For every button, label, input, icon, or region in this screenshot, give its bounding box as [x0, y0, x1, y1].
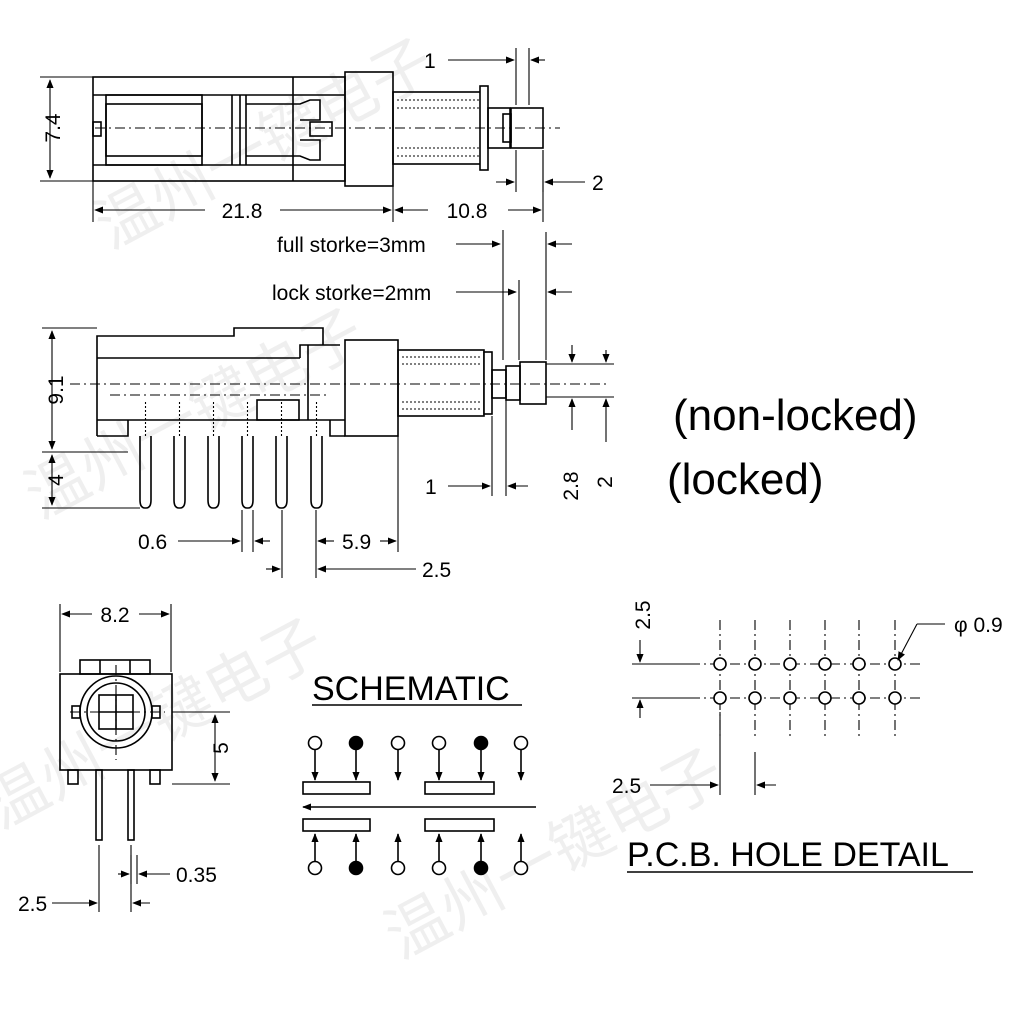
- pcb-hole: [888, 657, 902, 671]
- schematic-bottom-terminal-6: [513, 860, 529, 876]
- end-view: 8.2 5 0.35 2.5: [18, 604, 233, 916]
- dim-locked-travel: 2.8: [560, 471, 583, 500]
- dim-pin-length: 4: [45, 474, 68, 486]
- pcb-hole: [713, 691, 727, 705]
- schematic-bottom-terminal-4: [431, 860, 447, 876]
- schematic-title: SCHEMATIC: [312, 670, 510, 708]
- side-view: full storke=3mm lock storke=2mm: [42, 230, 617, 582]
- schematic-contact-bar-bottom-right: [424, 818, 495, 832]
- dim-pin-width: 0.6: [138, 531, 167, 554]
- schematic-bottom-terminal-5: [473, 860, 489, 876]
- dim-pcb-row-pitch: 2.5: [632, 600, 655, 629]
- dim-plunger-length: 10.8: [447, 200, 488, 223]
- schematic-top-terminal-2: [348, 735, 364, 751]
- dim-side-height: 9.1: [45, 375, 68, 404]
- schematic: SCHEMATIC: [302, 670, 536, 876]
- schematic-bottom-terminal-1: [307, 860, 323, 876]
- pcb-hole-detail: 2.5 φ 0.9 2.5 P.C.B. HOLE DETAIL: [612, 600, 1003, 874]
- schematic-bottom-terminal-3: [390, 860, 406, 876]
- dim-top-tab: 1: [424, 50, 436, 73]
- pcb-hole: [852, 657, 866, 671]
- pcb-hole: [783, 691, 797, 705]
- schematic-contact-bar-top-right: [424, 781, 495, 795]
- label-lock-stroke: lock storke=2mm: [272, 282, 431, 305]
- pcb-hole: [818, 657, 832, 671]
- top-view: 7.4 1 2 21.8 10.8: [40, 48, 604, 223]
- schematic-top-terminals: [307, 735, 529, 781]
- schematic-top-terminal-5: [473, 735, 489, 751]
- label-locked: (locked): [667, 455, 824, 504]
- dim-end-pin-thickness: 0.35: [176, 864, 217, 887]
- dim-top-height: 7.4: [42, 113, 65, 143]
- label-full-stroke: full storke=3mm: [277, 234, 426, 257]
- label-non-locked: (non-locked): [673, 391, 918, 440]
- dim-pcb-hole-diameter: φ 0.9: [954, 614, 1003, 637]
- pcb-hole: [783, 657, 797, 671]
- pcb-hole: [888, 691, 902, 705]
- schematic-top-terminal-1: [307, 735, 323, 751]
- dim-body-length: 21.8: [222, 200, 263, 223]
- dim-side-tab: 1: [425, 476, 437, 499]
- dim-pin-pitch: 2.5: [422, 559, 451, 582]
- pcb-hole: [748, 657, 762, 671]
- pcb-hole: [713, 657, 727, 671]
- dim-end-height: 5: [210, 742, 233, 754]
- schematic-top-terminal-6: [513, 735, 529, 751]
- watermark-text-1: 温州一键电子: [83, 24, 446, 263]
- schematic-top-terminal-4: [431, 735, 447, 751]
- schematic-bottom-terminals: [307, 833, 529, 876]
- schematic-contact-bar-top-left: [302, 781, 371, 795]
- pcb-hole: [852, 691, 866, 705]
- side-plunger: [397, 349, 485, 417]
- dim-top-stroke: 2: [592, 172, 604, 195]
- end-pin-left: [95, 769, 103, 841]
- pcb-hole: [818, 691, 832, 705]
- pcb-hole: [748, 691, 762, 705]
- pcb-title: P.C.B. HOLE DETAIL: [627, 836, 949, 874]
- dim-nonlocked-travel: 2: [594, 476, 617, 488]
- side-pins: [139, 402, 323, 509]
- watermark-text-3: 温州一键电子: [0, 604, 336, 843]
- schematic-top-terminal-3: [390, 735, 406, 751]
- dim-pin-offset: 5.9: [342, 531, 371, 554]
- side-body-top: [96, 327, 324, 436]
- dim-end-pin-pitch: 2.5: [18, 893, 47, 916]
- schematic-contact-bar-bottom-left: [302, 818, 371, 832]
- dim-pcb-col-pitch: 2.5: [612, 775, 641, 798]
- pcb-hole-grid: [690, 620, 920, 740]
- dim-end-width: 8.2: [100, 604, 129, 627]
- watermark-text-2: 温州一键电子: [13, 294, 376, 533]
- schematic-bottom-terminal-2: [348, 860, 364, 876]
- end-pin-right: [127, 769, 135, 841]
